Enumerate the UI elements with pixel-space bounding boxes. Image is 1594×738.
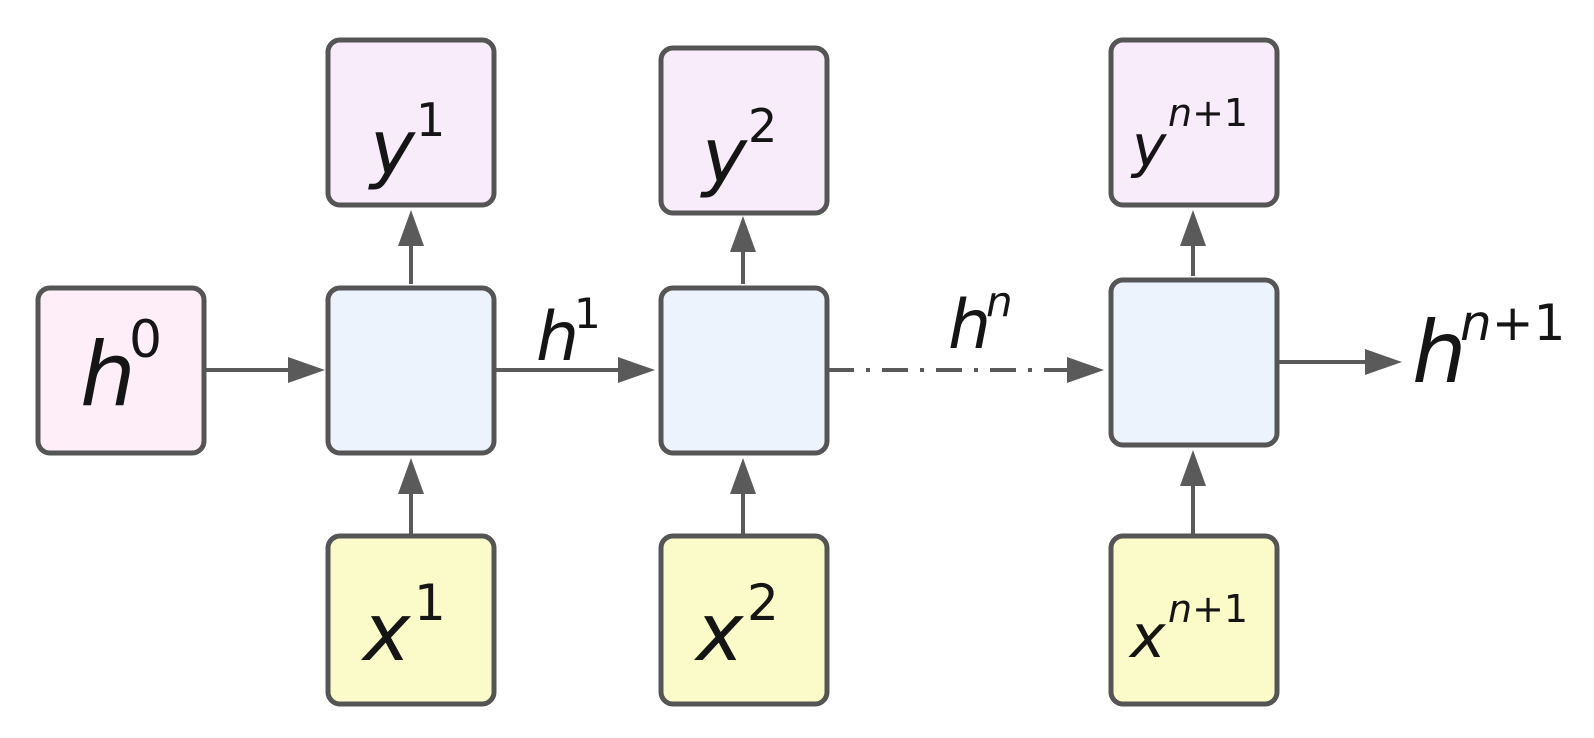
node-yn1-sup-var: n bbox=[1168, 91, 1192, 135]
rnn-cell-1 bbox=[325, 285, 497, 456]
rnn-cell-3 bbox=[1108, 277, 1280, 448]
edge-cell3-to-yn1 bbox=[1180, 210, 1206, 276]
edge-label-hn-sup: n bbox=[986, 277, 1013, 326]
node-xn1-sup: n+1 bbox=[1168, 587, 1248, 631]
edge-label-h1: h 1 bbox=[536, 289, 601, 377]
node-xn1: x n+1 bbox=[1108, 533, 1280, 707]
node-x2-base: x bbox=[693, 586, 745, 679]
node-y2-base: y bbox=[700, 111, 748, 200]
node-xn1-base: x bbox=[1128, 602, 1166, 672]
edge-label-h1-sup: 1 bbox=[574, 289, 601, 338]
node-x1-sup: 1 bbox=[414, 574, 446, 632]
edge-cell1-to-y1 bbox=[398, 210, 424, 284]
node-x1: x 1 bbox=[325, 533, 497, 707]
edge-label-hn1-base: h bbox=[1412, 303, 1467, 403]
node-h0-sup: 0 bbox=[129, 310, 162, 370]
node-yn1-base: y bbox=[1130, 112, 1167, 180]
node-y1-base: y bbox=[368, 103, 416, 192]
node-xn1-sup-rest: +1 bbox=[1192, 587, 1248, 631]
edge-x1-to-cell1 bbox=[398, 458, 424, 536]
edge-label-h1-base: h bbox=[536, 298, 579, 377]
edge-cell3-to-output-hidden bbox=[1276, 349, 1402, 375]
edge-h0-to-cell1 bbox=[204, 357, 325, 383]
edge-label-hn: h n bbox=[948, 277, 1013, 365]
edge-xn1-to-cell3 bbox=[1180, 450, 1206, 536]
node-y1-sup: 1 bbox=[416, 93, 445, 147]
node-h0: h 0 bbox=[35, 285, 207, 456]
node-yn1-sup-rest: +1 bbox=[1192, 91, 1248, 135]
edge-label-hn1-sup: n+1 bbox=[1460, 294, 1565, 352]
edge-label-hn-base: h bbox=[948, 286, 991, 365]
node-h0-base: h bbox=[80, 323, 136, 426]
node-y2: y 2 bbox=[658, 45, 830, 216]
edge-x2-to-cell2 bbox=[730, 458, 756, 536]
edge-label-hn1: h n+1 bbox=[1412, 294, 1565, 403]
edge-cell2-to-cell3-dashed bbox=[828, 357, 1104, 383]
edge-cell2-to-y2 bbox=[730, 216, 756, 284]
edge-cell1-to-cell2 bbox=[495, 357, 655, 383]
node-x1-base: x bbox=[360, 586, 412, 679]
node-x2-sup: 2 bbox=[747, 574, 779, 632]
node-x2: x 2 bbox=[658, 533, 830, 707]
node-xn1-sup-var: n bbox=[1168, 587, 1192, 631]
edge-label-hn1-sup-rest: +1 bbox=[1492, 294, 1566, 352]
node-y1: y 1 bbox=[325, 37, 497, 208]
node-y2-sup: 2 bbox=[748, 99, 777, 153]
node-yn1-sup: n+1 bbox=[1168, 91, 1248, 135]
edge-label-hn1-sup-var: n bbox=[1460, 294, 1492, 352]
node-yn1: y n+1 bbox=[1108, 37, 1280, 208]
rnn-cell-2 bbox=[658, 285, 830, 456]
